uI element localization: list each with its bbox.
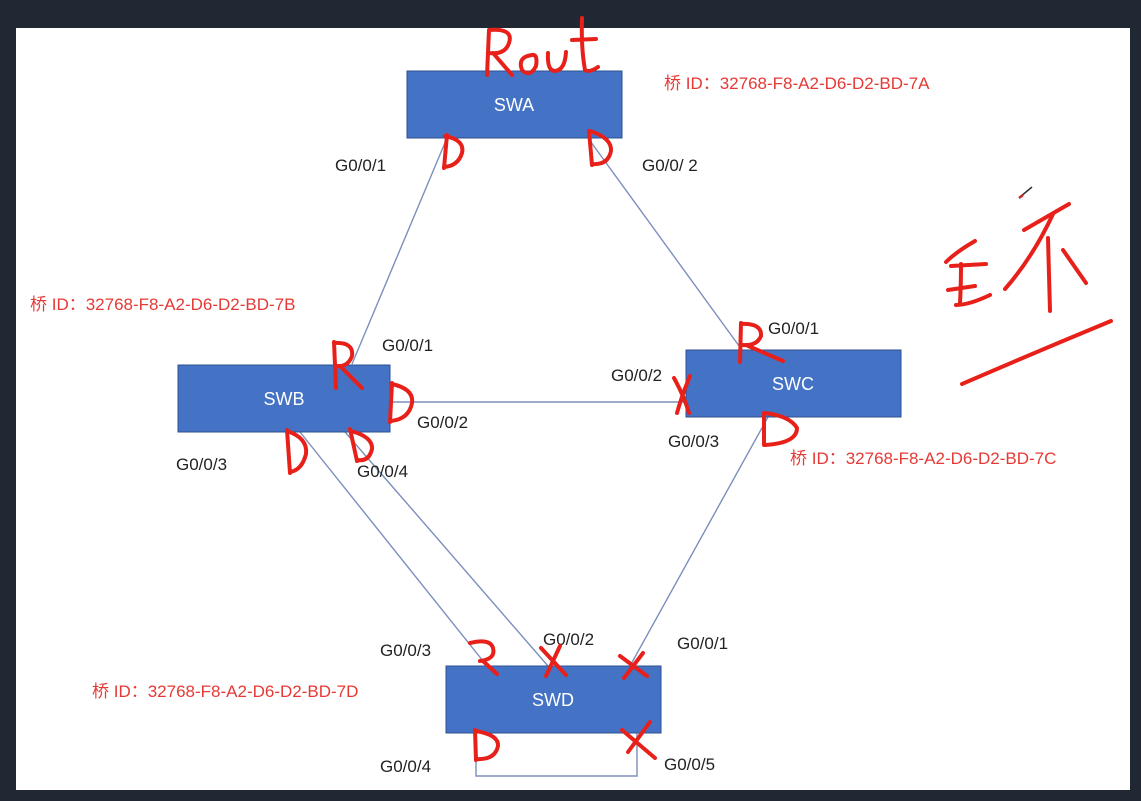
link-swc-swd bbox=[629, 416, 769, 667]
port-label-swd-g002: G0/0/2 bbox=[543, 630, 594, 649]
mark-x-swd-g001 bbox=[618, 651, 649, 680]
link-swa-swc bbox=[587, 137, 743, 351]
switch-swa-box[interactable] bbox=[406, 70, 623, 139]
port-label-swc-g003: G0/0/3 bbox=[668, 432, 719, 451]
mark-d-swa-g001 bbox=[442, 133, 465, 170]
mark-d-swb-g002 bbox=[388, 381, 415, 424]
mark-r-swd-g003 bbox=[468, 639, 499, 676]
bridge-id-swa: 桥 ID：32768-F8-A2-D6-D2-BD-7A bbox=[664, 74, 930, 93]
mark-r-swb-g001 bbox=[332, 340, 364, 390]
link-swb-swd-g003 bbox=[299, 431, 488, 667]
mark-d-swa-g002 bbox=[587, 129, 614, 167]
mark-d-swb-g003 bbox=[285, 428, 309, 475]
bridge-id-swd: 桥 ID：32768-F8-A2-D6-D2-BD-7D bbox=[92, 682, 358, 701]
port-label-swd-g005: G0/0/5 bbox=[664, 755, 715, 774]
port-label-swb-g004: G0/0/4 bbox=[357, 462, 408, 481]
link-swa-swb bbox=[351, 137, 448, 365]
mark-d-swc-g003 bbox=[762, 411, 799, 447]
switch-swb[interactable]: SWB bbox=[177, 364, 391, 433]
switch-swc[interactable]: SWC bbox=[685, 349, 902, 418]
port-label-swa-g002: G0/0/ 2 bbox=[642, 156, 698, 175]
port-label-swc-g001: G0/0/1 bbox=[768, 319, 819, 338]
switch-swc-label: SWC bbox=[772, 374, 814, 394]
switch-swd-label: SWD bbox=[532, 690, 574, 710]
port-label-swc-g002: G0/0/2 bbox=[611, 366, 662, 385]
port-label-swd-g003: G0/0/3 bbox=[380, 641, 431, 660]
mark-x-swd-g002 bbox=[539, 644, 568, 678]
links bbox=[299, 137, 769, 777]
port-label-swd-g004: G0/0/4 bbox=[380, 757, 431, 776]
handwritten-annotations bbox=[285, 16, 1113, 762]
mark-x-swd-g005 bbox=[620, 720, 657, 760]
bridge-id-swc: 桥 ID：32768-F8-A2-D6-D2-BD-7C bbox=[790, 449, 1056, 468]
annotation-loop bbox=[944, 202, 1113, 386]
switch-swa[interactable]: SWA bbox=[406, 70, 623, 139]
link-swb-swd-g004 bbox=[344, 431, 549, 667]
pen-cursor-icon bbox=[1018, 186, 1033, 199]
annotation-root bbox=[485, 16, 600, 77]
port-label-swb-g003: G0/0/3 bbox=[176, 455, 227, 474]
mark-x-swc-g002 bbox=[672, 374, 692, 415]
port-label-swa-g001: G0/0/1 bbox=[335, 156, 386, 175]
port-label-swd-g001: G0/0/1 bbox=[677, 634, 728, 653]
switch-swd[interactable]: SWD bbox=[445, 665, 662, 734]
port-label-swb-g002: G0/0/2 bbox=[417, 413, 468, 432]
bridge-id-swb: 桥 ID：32768-F8-A2-D6-D2-BD-7B bbox=[30, 295, 295, 314]
switch-swb-box[interactable] bbox=[177, 364, 391, 433]
mark-d-swb-g004 bbox=[348, 427, 375, 463]
mark-r-swc-g001 bbox=[738, 321, 785, 364]
switch-swb-label: SWB bbox=[263, 389, 304, 409]
port-label-swb-g001: G0/0/1 bbox=[382, 336, 433, 355]
link-swd-g004-g005 bbox=[475, 733, 638, 777]
mark-d-swd-g004 bbox=[473, 728, 500, 762]
switch-swa-label: SWA bbox=[494, 95, 534, 115]
